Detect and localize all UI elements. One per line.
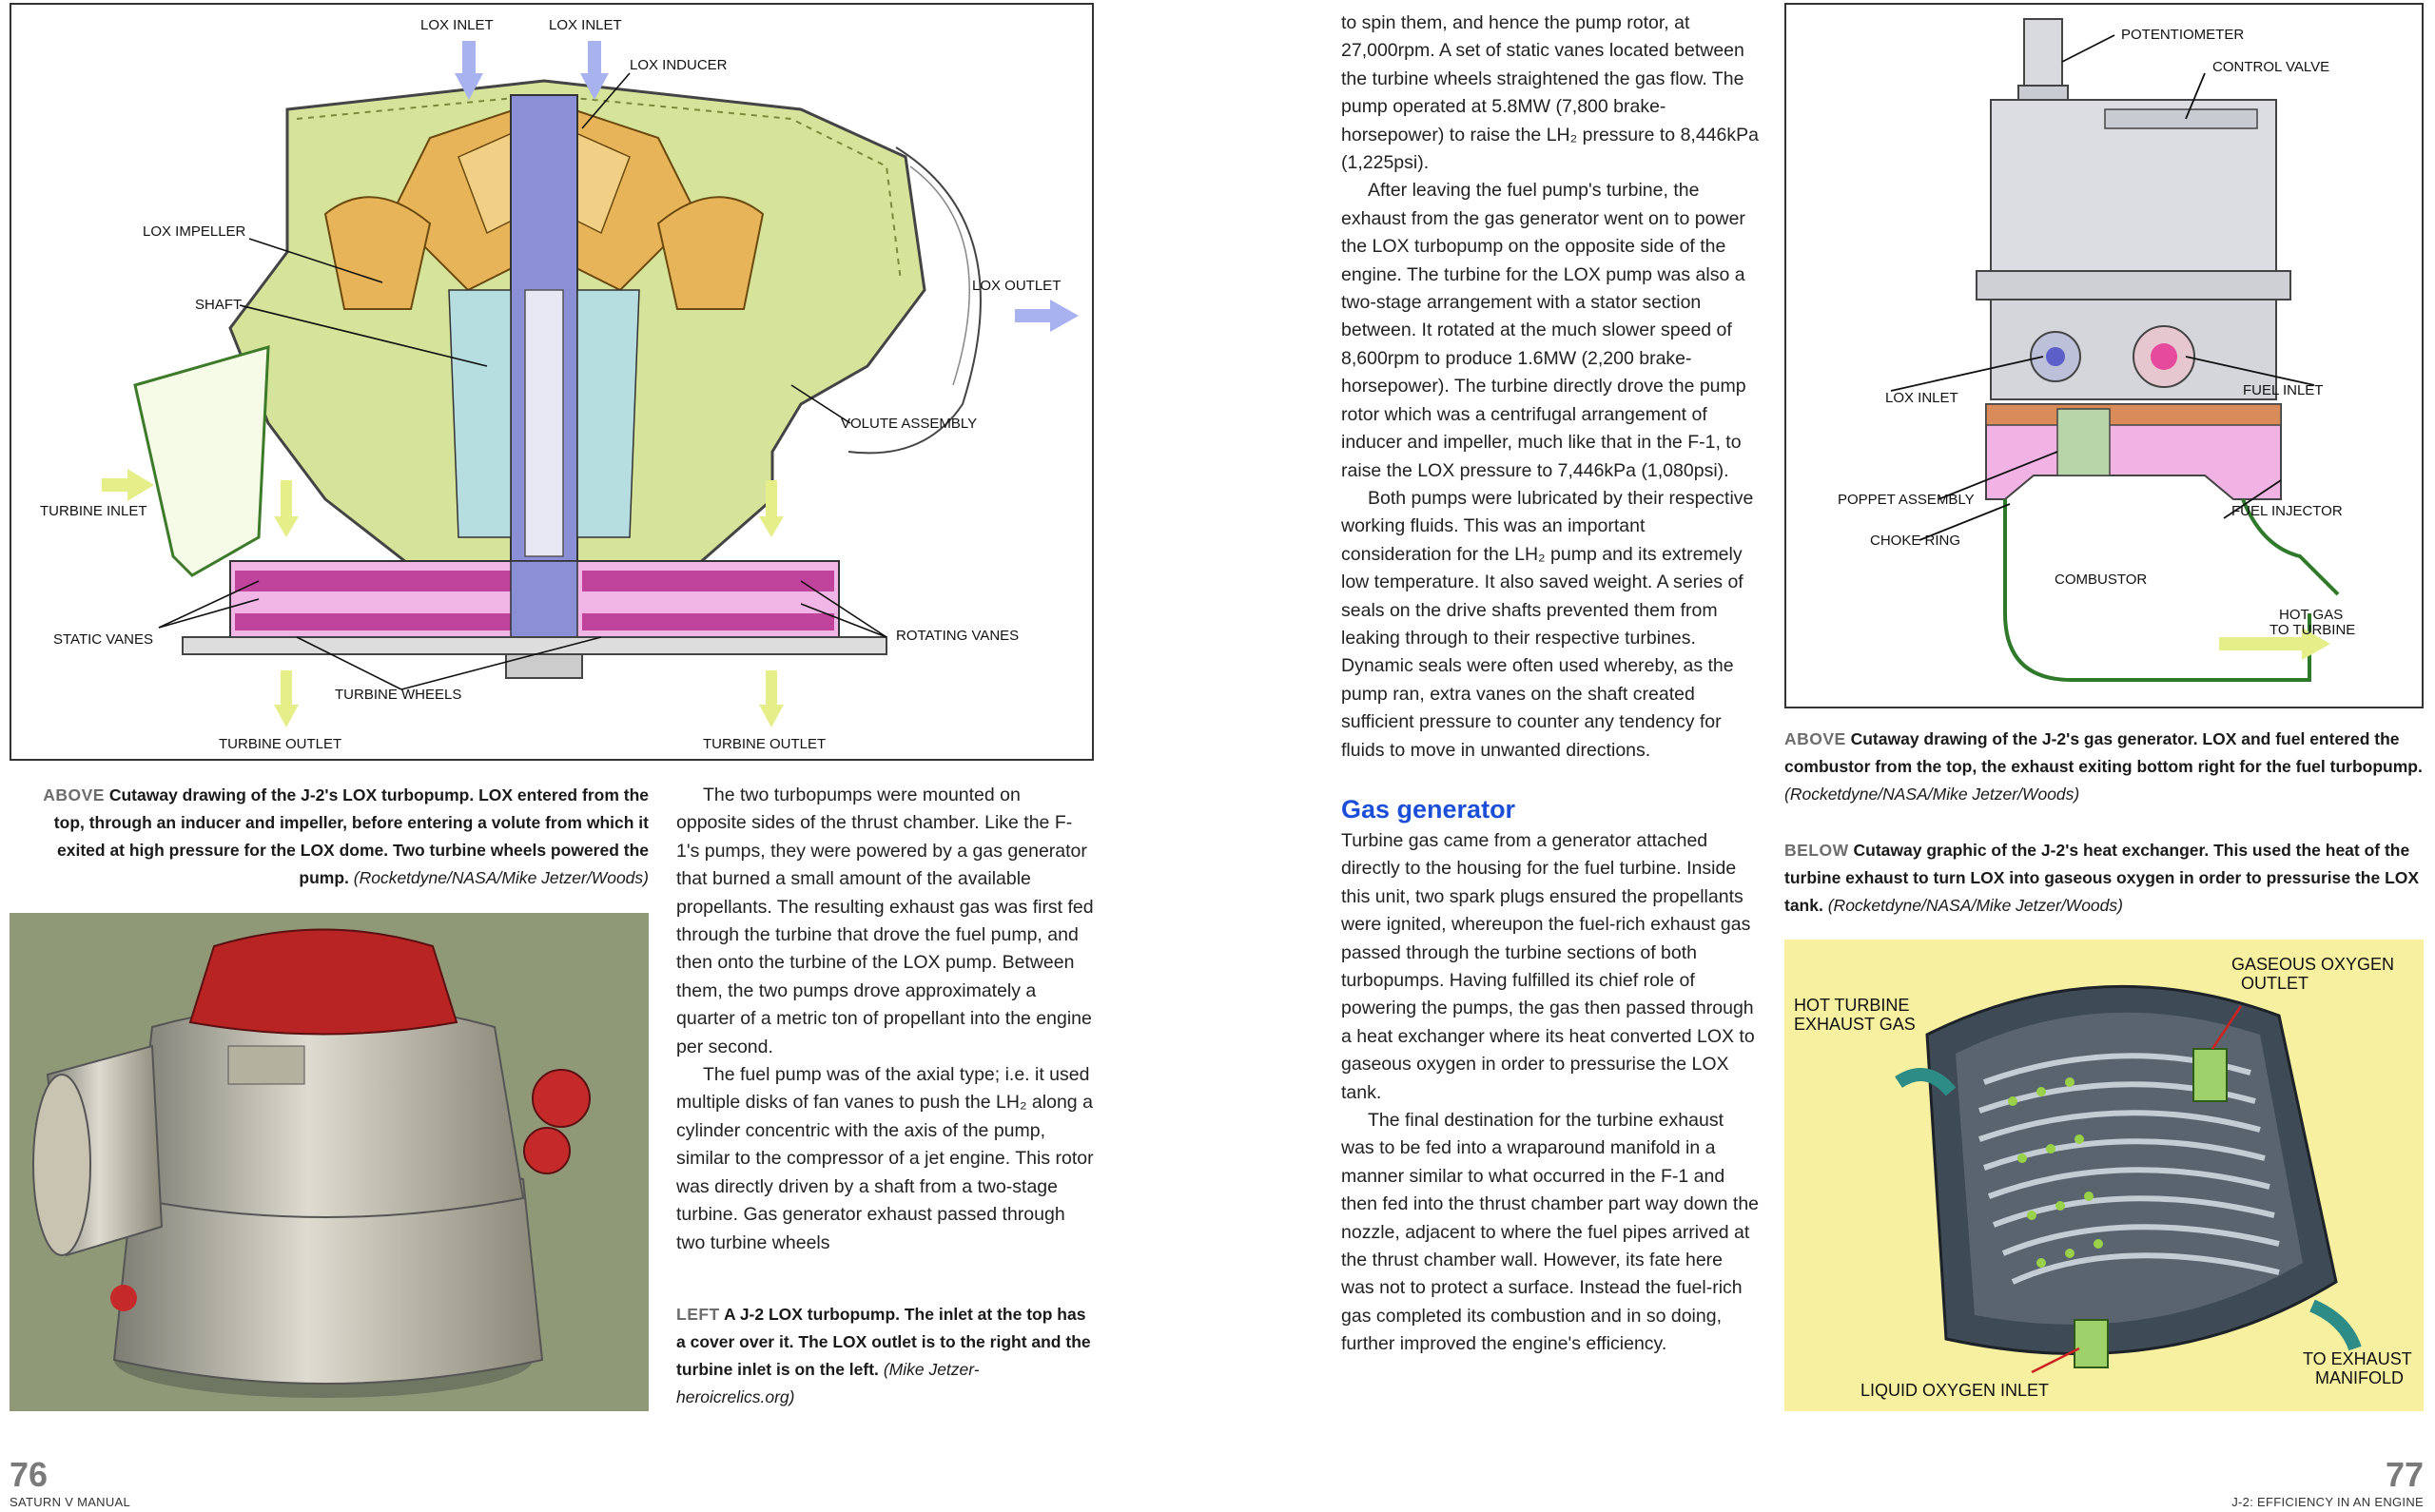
label-choke-ring: CHOKE RING — [1870, 533, 1960, 549]
gas-generator-diagram: POTENTIOMETER CONTROL VALVE LOX INLET FU… — [1784, 3, 2424, 708]
caption-text: Cutaway graphic of the J-2's heat exchan… — [1784, 841, 2420, 915]
caption-text: A J-2 LOX turbopump. The inlet at the to… — [676, 1305, 1091, 1379]
lox-turbopump-diagram: LOX INLET LOX INLET LOX INDUCER LOX IMPE… — [10, 3, 1094, 761]
label-hot-turbine-1: HOT TURBINE — [1794, 996, 1909, 1015]
label-control-valve: CONTROL VALVE — [2212, 59, 2329, 75]
label-to-exhaust-2: MANIFOLD — [2315, 1368, 2404, 1387]
label-static-vanes: STATIC VANES — [53, 631, 153, 648]
caption-lead: ABOVE — [1784, 729, 1846, 748]
left-body-column: The two turbopumps were mounted on oppos… — [676, 782, 1095, 1257]
page-number-left: 76 — [10, 1455, 49, 1494]
right-body-column: to spin them, and hence the pump rotor, … — [1341, 10, 1760, 1359]
caption-text: Cutaway drawing of the J-2's LOX turbopu… — [53, 785, 649, 887]
label-lox-inducer: LOX INDUCER — [630, 57, 728, 73]
paragraph: Turbine gas came from a generator attach… — [1341, 829, 1755, 1103]
label-hot-gas-line2: TO TURBINE — [2269, 622, 2355, 638]
label-turbine-outlet-1: TURBINE OUTLET — [219, 736, 341, 752]
label-poppet-assembly: POPPET ASSEMBLY — [1838, 492, 1975, 508]
label-fuel-injector: FUEL INJECTOR — [2231, 503, 2343, 519]
paragraph: After leaving the fuel pump's turbine, t… — [1341, 180, 1746, 481]
caption-left-photo: LEFT A J-2 LOX turbopump. The inlet at t… — [676, 1301, 1095, 1411]
caption-credit: (Rocketdyne/NASA/Mike Jetzer/Woods) — [353, 868, 649, 887]
paragraph: The fuel pump was of the axial type; i.e… — [676, 1064, 1094, 1253]
label-liquid-oxygen-inlet: LIQUID OXYGEN INLET — [1860, 1381, 2049, 1400]
label-lox-inlet: LOX INLET — [1885, 390, 1958, 406]
caption-text: Cutaway drawing of the J-2's gas generat… — [1784, 729, 2423, 776]
caption-lead: BELOW — [1784, 841, 1849, 860]
caption-below-right: BELOW Cutaway graphic of the J-2's heat … — [1784, 837, 2424, 920]
label-volute-assembly: VOLUTE ASSEMBLY — [841, 416, 977, 432]
heat-exchanger-diagram: GASEOUS OXYGEN OUTLET HOT TURBINE EXHAUS… — [1784, 940, 2424, 1411]
label-rotating-vanes: ROTATING VANES — [896, 628, 1019, 644]
section-heading: Gas generator — [1341, 794, 1516, 824]
label-lox-inlet-2: LOX INLET — [549, 17, 622, 33]
caption-above-right: ABOVE Cutaway drawing of the J-2's gas g… — [1784, 726, 2424, 808]
paragraph: The final destination for the turbine ex… — [1341, 1110, 1760, 1355]
lox-turbopump-photo — [10, 913, 649, 1411]
label-gaseous-oxygen-2: OUTLET — [2241, 974, 2308, 993]
caption-above-left: ABOVE Cutaway drawing of the J-2's LOX t… — [10, 782, 649, 892]
label-combustor: COMBUSTOR — [2055, 572, 2147, 588]
label-shaft: SHAFT — [195, 297, 242, 313]
caption-credit: (Mike Jetzer-heroicrelics.org) — [676, 1360, 980, 1406]
label-lox-impeller: LOX IMPELLER — [143, 223, 246, 240]
label-turbine-inlet: TURBINE INLET — [40, 503, 147, 519]
label-turbine-outlet-2: TURBINE OUTLET — [703, 736, 826, 752]
running-head-left: SATURN V MANUAL — [10, 1495, 131, 1509]
label-fuel-inlet: FUEL INLET — [2243, 382, 2323, 398]
running-head-right: J-2: EFFICIENCY IN AN ENGINE — [2231, 1495, 2424, 1509]
caption-credit: (Rocketdyne/NASA/Mike Jetzer/Woods) — [1784, 785, 2080, 804]
caption-lead: LEFT — [676, 1305, 720, 1324]
label-potentiometer: POTENTIOMETER — [2121, 27, 2244, 43]
label-gaseous-oxygen-1: GASEOUS OXYGEN — [2231, 955, 2394, 974]
label-hot-gas-line1: HOT GAS — [2279, 607, 2343, 623]
label-to-exhaust-1: TO EXHAUST — [2303, 1349, 2412, 1368]
paragraph: to spin them, and hence the pump rotor, … — [1341, 12, 1759, 174]
label-hot-turbine-2: EXHAUST GAS — [1794, 1015, 1916, 1034]
paragraph: The two turbopumps were mounted on oppos… — [676, 785, 1094, 1057]
caption-lead: ABOVE — [43, 785, 105, 804]
paragraph: Both pumps were lubricated by their resp… — [1341, 487, 1754, 761]
label-lox-outlet: LOX OUTLET — [972, 278, 1061, 294]
label-turbine-wheels: TURBINE WHEELS — [335, 687, 461, 703]
label-lox-inlet-1: LOX INLET — [420, 17, 494, 33]
caption-credit: (Rocketdyne/NASA/Mike Jetzer/Woods) — [1827, 896, 2123, 915]
page-number-right: 77 — [2385, 1455, 2424, 1494]
